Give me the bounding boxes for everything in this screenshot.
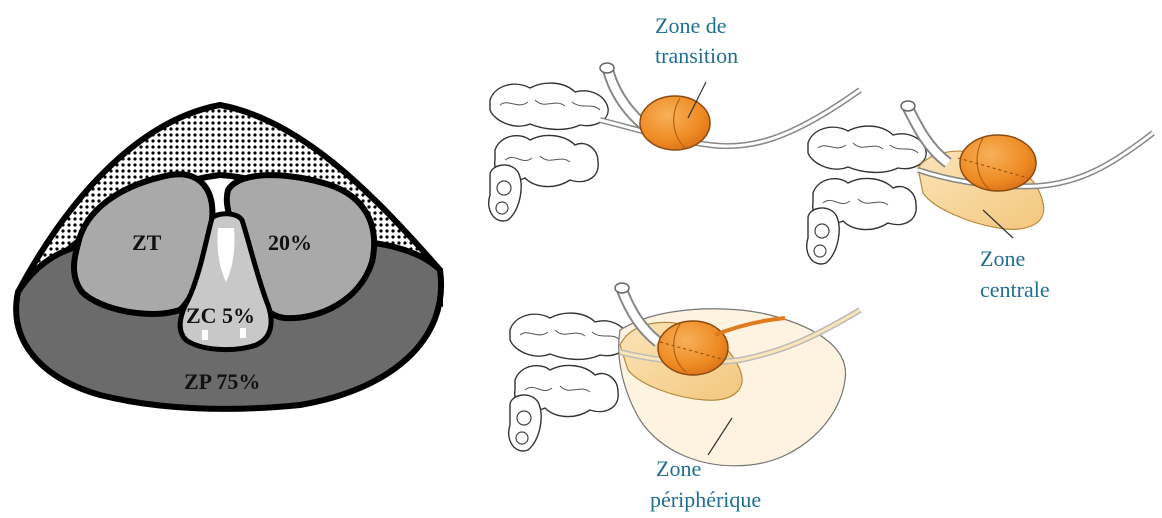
illustration-peripheral-zone <box>509 283 860 466</box>
central-zone-gland <box>960 135 1036 191</box>
label-zt-percent: 20% <box>268 230 312 255</box>
prostate-cross-section: ZT 20% ZC 5% ZP 75% <box>16 105 441 409</box>
ejaculatory-duct-right <box>240 328 246 338</box>
label-centrale-line2: centrale <box>980 277 1050 302</box>
label-zt: ZT <box>132 230 162 255</box>
label-zc: ZC 5% <box>186 303 255 328</box>
label-zp: ZP 75% <box>184 369 260 394</box>
illustration-transition-zone <box>489 63 860 221</box>
illustration-central-zone <box>807 101 1153 264</box>
label-transition-line2: transition <box>655 43 738 68</box>
ejaculatory-duct-left <box>202 330 208 340</box>
label-transition-line1: Zone de <box>655 13 726 38</box>
label-peripherique-line1: Zone <box>656 456 701 481</box>
transition-zone-gland <box>640 96 710 150</box>
label-centrale-line1: Zone <box>980 246 1025 271</box>
label-peripherique-line2: périphérique <box>650 487 761 512</box>
peripheral-zone-gland <box>658 321 728 375</box>
